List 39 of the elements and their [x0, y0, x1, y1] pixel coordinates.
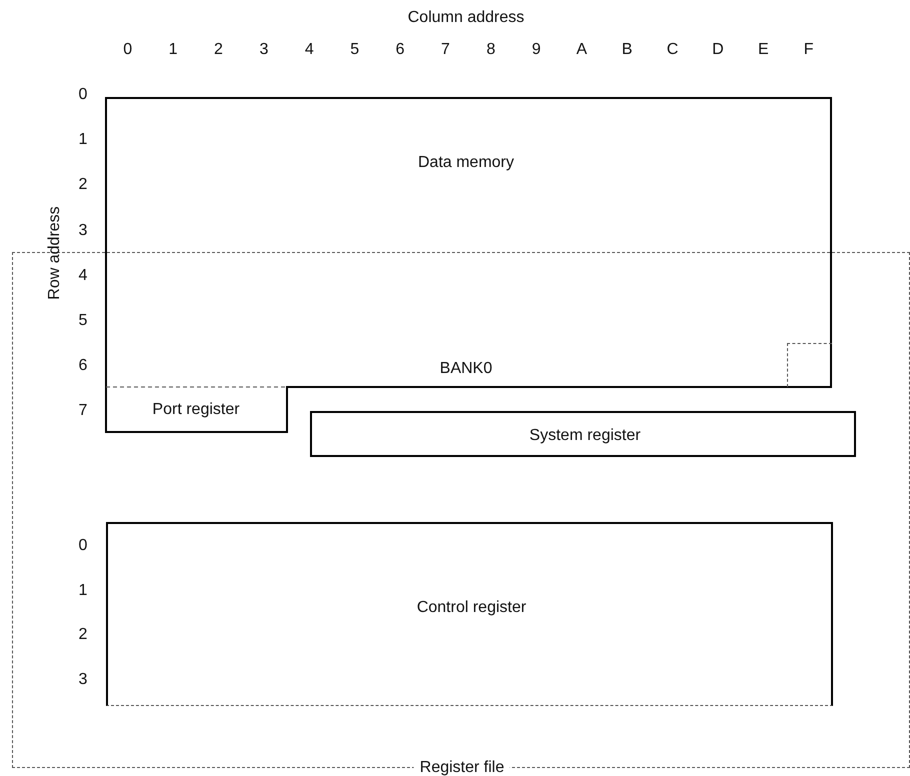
memory-label: Data memory — [418, 154, 514, 172]
row-number: 1 — [78, 131, 88, 150]
axis-title: Row address — [46, 206, 64, 300]
register-label: System register — [529, 427, 641, 445]
row-number: 5 — [78, 312, 88, 330]
register-box — [310, 411, 856, 457]
row-number: 1 — [78, 582, 88, 600]
column-number: 7 — [441, 41, 450, 59]
column-number: 6 — [396, 41, 405, 59]
column-number: F — [804, 41, 814, 59]
row-number: 0 — [78, 86, 88, 104]
column-number: A — [576, 41, 588, 59]
column-number: E — [758, 41, 769, 59]
column-number: 0 — [123, 41, 132, 59]
bank-label: BANK0 — [440, 360, 492, 378]
axis-title: Column address — [408, 9, 524, 27]
register-label: Control register — [416, 599, 526, 617]
row-number: 3 — [78, 222, 88, 240]
region-label: Register file — [414, 759, 510, 776]
column-number: 2 — [214, 41, 223, 59]
row-number: 7 — [78, 402, 88, 420]
register-label: Port register — [152, 401, 240, 419]
register-box — [106, 522, 833, 706]
column-number: 1 — [168, 41, 178, 59]
dashed-box — [787, 343, 832, 387]
column-number: 9 — [532, 41, 541, 59]
column-number: 8 — [486, 41, 496, 59]
column-number: 3 — [259, 41, 268, 59]
column-number: 4 — [304, 41, 314, 59]
row-number: 2 — [78, 626, 88, 644]
row-number: 3 — [78, 671, 88, 690]
row-number: 0 — [78, 537, 88, 555]
row-number: 4 — [78, 266, 88, 285]
column-number: C — [666, 41, 678, 59]
column-number: B — [622, 41, 632, 59]
row-number: 6 — [78, 357, 88, 376]
row-number: 2 — [78, 176, 88, 194]
column-number: D — [712, 41, 724, 59]
column-number: 5 — [350, 41, 360, 59]
